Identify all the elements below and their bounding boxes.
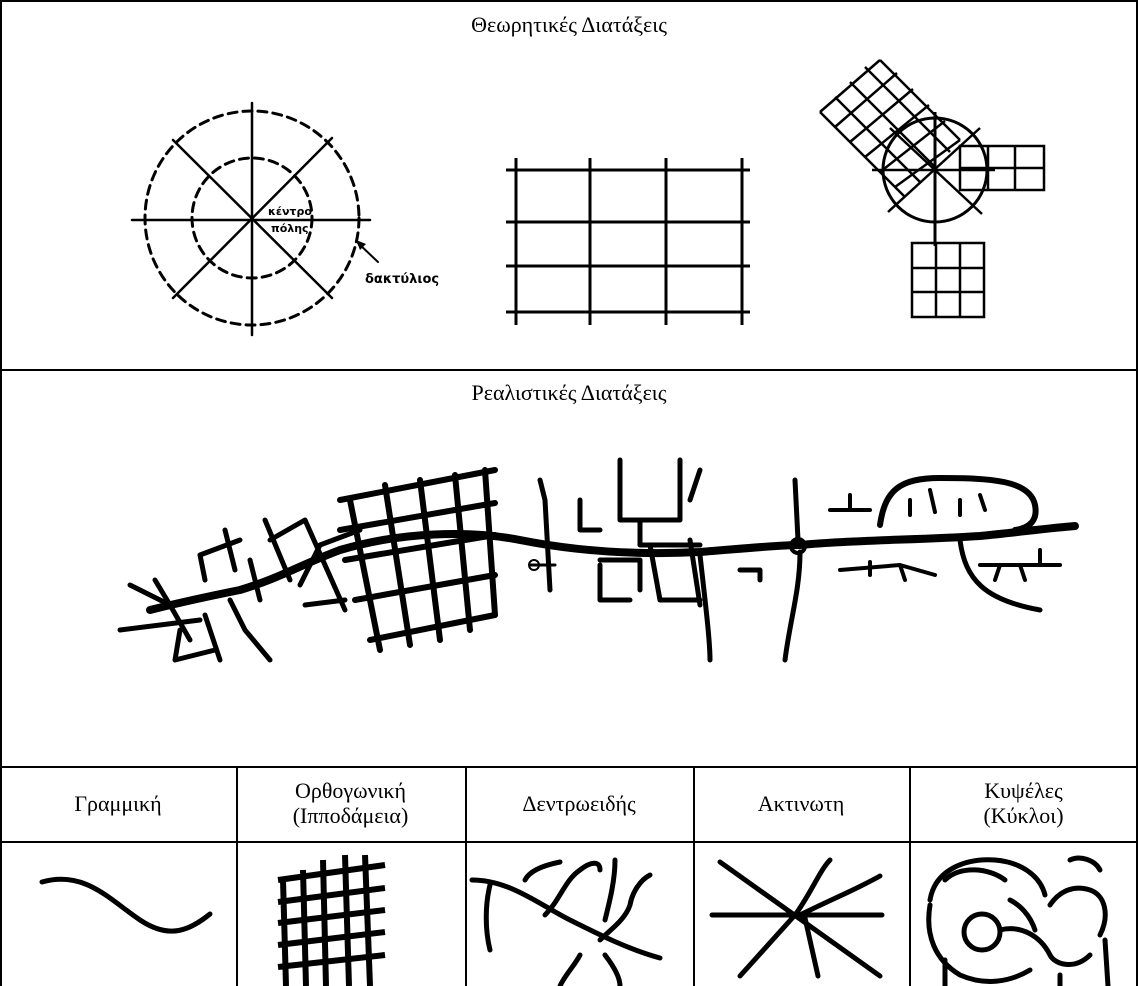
column-divider-1: [236, 766, 238, 986]
roundabout: [789, 537, 807, 555]
city-center-label-1: κέντρο: [268, 205, 312, 218]
column-divider-2: [465, 766, 467, 986]
column-divider-4: [909, 766, 911, 986]
ring-label: δακτύλιος: [365, 272, 439, 287]
divider-theoretical-realistic: [0, 369, 1138, 371]
dendritic-pattern: [469, 857, 663, 986]
label-orthogonal: Ορθογωνική (Ιπποδάμεια): [292, 778, 409, 828]
border-left: [0, 0, 2, 986]
axis-diagonal: [889, 127, 983, 215]
main-road: [146, 522, 1079, 614]
axis-diagonal: [887, 127, 981, 213]
combined-diagram: [819, 59, 1046, 319]
column-divider-3: [693, 766, 695, 986]
radial-pattern: [709, 857, 885, 979]
cells-pattern: [926, 855, 1111, 986]
linear-pattern: [39, 876, 213, 934]
bottom-grid: [910, 241, 986, 319]
theoretical-title: Θεωρητικές Διατάξεις: [471, 12, 667, 37]
realistic-street-network: [117, 457, 1079, 663]
label-cells: Κυψέλες (Κύκλοι): [983, 778, 1064, 828]
label-radial: Ακτινωτη: [757, 791, 845, 816]
realistic-title: Ρεαλιστικές Διατάξεις: [471, 380, 667, 405]
border-top: [0, 0, 1138, 2]
label-dendritic: Δεντρωειδής: [522, 791, 636, 816]
divider-labels-drawings: [0, 841, 1138, 843]
divider-realistic-types: [0, 766, 1138, 768]
radial-road-diagonal-2: [171, 136, 334, 300]
concentric-radial-diagram: κέντρο πόλης δακτύλιος: [130, 101, 439, 337]
border-right: [1136, 0, 1138, 986]
right-grid: [958, 144, 1046, 192]
city-center-label-2: πόλης: [271, 222, 309, 235]
ring-arrow-head: [356, 240, 366, 250]
label-linear: Γραμμική: [74, 791, 162, 816]
orthogonal-pattern: [277, 854, 386, 986]
grid-diagram: [506, 158, 750, 325]
